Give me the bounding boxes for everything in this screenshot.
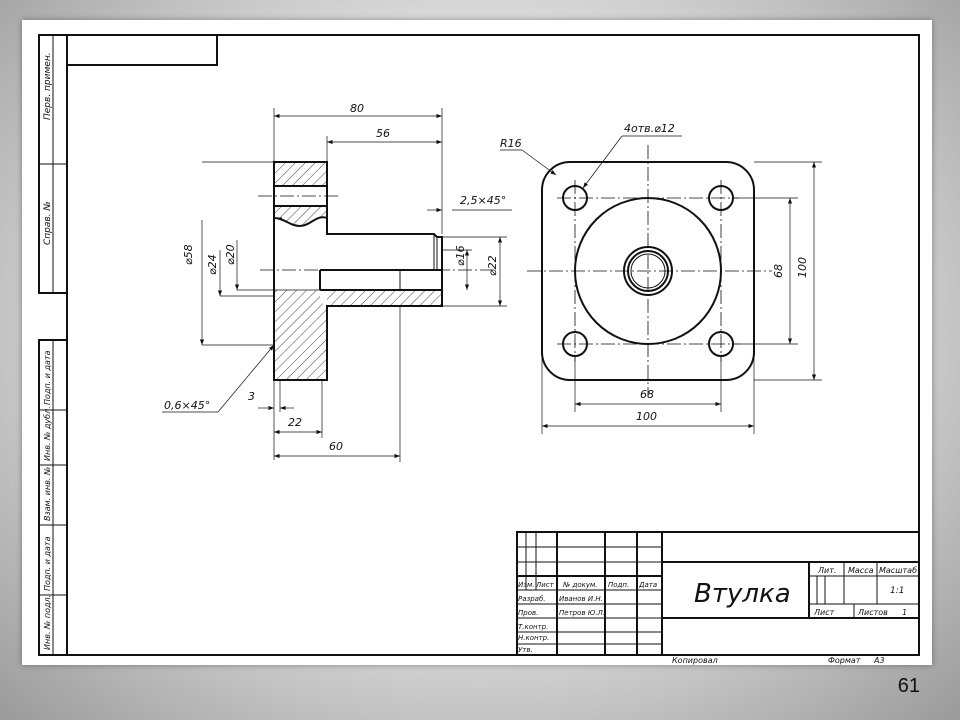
tb-role-developer: Разраб.	[518, 595, 546, 603]
tb-header-date: Дата	[638, 581, 657, 589]
dim-dia24: ⌀24	[206, 254, 219, 275]
tb-sheets-label: Листов	[857, 608, 888, 617]
dim-60: 60	[329, 440, 343, 453]
dim-22: 22	[288, 416, 302, 429]
tb-mass-label: Масса	[848, 566, 874, 575]
margin-label-sign-date-1: Подп. и дата	[43, 350, 52, 405]
dim-dia20: ⌀20	[224, 244, 237, 265]
front-dimensions: R16 4отв.⌀12 68 100 68 100	[500, 122, 822, 434]
dim-chamfer-top: 2,5×45°	[460, 194, 506, 207]
tb-role-ncontrol: Н.контр.	[518, 634, 549, 642]
dim-holes: 4отв.⌀12	[624, 122, 675, 135]
title-block: Изм. Лист № докум. Подп. Дата Разраб. Ив…	[516, 531, 920, 665]
tb-sheet-label: Лист	[813, 608, 835, 617]
dim-68-vertical: 68	[772, 264, 785, 278]
tb-lit-label: Лит.	[817, 566, 836, 575]
margin-label-dup-inv: Инв. № дубл.	[43, 406, 52, 461]
dim-dia58: ⌀58	[182, 244, 195, 265]
dim-chamfer-left: 0,6×45°	[164, 399, 210, 412]
tb-header-doc: № докум.	[562, 581, 598, 589]
tb-scale-value: 1:1	[890, 586, 904, 596]
tb-copied-label: Копировал	[672, 656, 718, 665]
margin-label-replace-inv: Взам. инв. №	[43, 467, 52, 521]
top-corner-box	[66, 34, 218, 66]
front-view	[527, 145, 772, 395]
part-name: Втулка	[694, 579, 791, 609]
tb-format-label: Формат	[828, 656, 861, 665]
tb-format-value: А3	[873, 656, 885, 665]
dim-3: 3	[248, 390, 255, 403]
margin-label-sign-date-2: Подп. и дата	[43, 536, 52, 591]
dim-100-horizontal: 100	[636, 410, 657, 423]
dim-r16: R16	[500, 137, 522, 150]
tb-header-izm: Изм.	[518, 581, 534, 589]
left-margin-strip: Перв. примен. Справ. № Подп. и дата Инв.…	[38, 34, 68, 656]
tb-header-sign: Подп.	[608, 581, 629, 589]
tb-role-tcontrol: Т.контр.	[518, 623, 548, 631]
tb-name-developer: Иванов И.Н.	[559, 595, 603, 603]
dim-100-vertical: 100	[796, 257, 809, 278]
tb-scale-label: Масштаб	[879, 566, 917, 575]
slide-number: 61	[897, 675, 920, 697]
tb-name-checker: Петров Ю.Л.	[559, 609, 605, 617]
section-view	[258, 161, 492, 381]
tb-sheets-value: 1	[902, 608, 907, 617]
margin-label-orig-inv: Инв. № подл.	[43, 595, 52, 650]
drawing-sheet: Перв. примен. Справ. № Подп. и дата Инв.…	[22, 20, 932, 665]
dim-56: 56	[376, 127, 390, 140]
technical-drawing: Перв. примен. Справ. № Подп. и дата Инв.…	[38, 34, 920, 665]
section-dimensions: 80 56 2,5×45° ⌀58 ⌀24 ⌀20 ⌀16 ⌀22 0,6×45…	[162, 102, 512, 462]
tb-header-list: Лист	[535, 581, 555, 589]
margin-label-first-use: Перв. примен.	[43, 52, 53, 120]
dim-80: 80	[350, 102, 364, 115]
dim-68-horizontal: 68	[640, 388, 654, 401]
dim-dia16: ⌀16	[454, 245, 467, 266]
dim-dia22: ⌀22	[486, 255, 499, 276]
tb-role-checker: Пров.	[518, 609, 538, 617]
margin-label-reference: Справ. №	[43, 201, 53, 245]
tb-role-approved: Утв.	[518, 646, 533, 654]
